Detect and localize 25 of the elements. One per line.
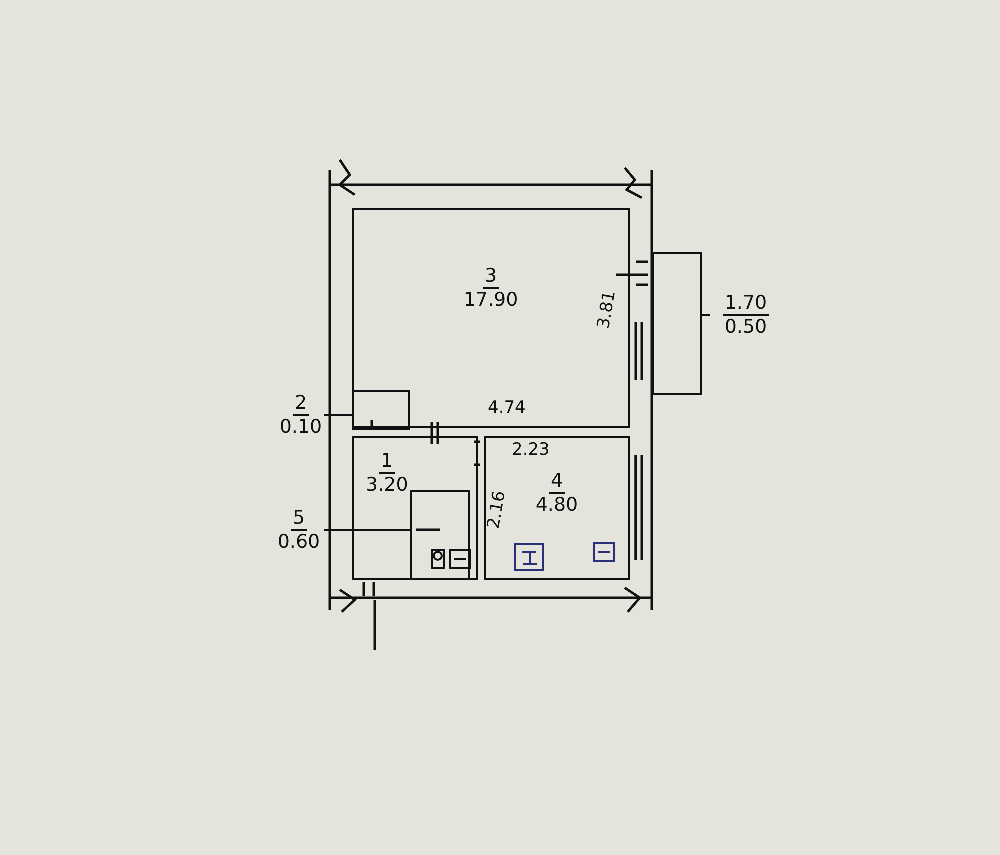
dimension-value: 1.70 bbox=[722, 292, 770, 316]
room-number: 4 bbox=[548, 470, 566, 494]
bathroom bbox=[410, 490, 470, 580]
leader-line bbox=[702, 314, 710, 316]
area-value: 4.80 bbox=[534, 494, 580, 516]
room-number: 2 bbox=[292, 392, 310, 416]
dimension-label: 3.81 bbox=[594, 290, 620, 330]
room-number: 1 bbox=[379, 450, 396, 474]
area-value: 0.60 bbox=[276, 531, 322, 553]
dimension-value: 0.50 bbox=[724, 316, 768, 338]
room bbox=[352, 208, 630, 428]
balcony bbox=[652, 252, 702, 395]
area-value: 17.90 bbox=[462, 289, 520, 311]
closet bbox=[352, 390, 410, 430]
leader-line bbox=[324, 414, 352, 416]
dimension-label: 2.23 bbox=[512, 440, 550, 460]
kitchen bbox=[484, 436, 630, 580]
dimension-label: 4.74 bbox=[488, 398, 526, 418]
hallway bbox=[352, 436, 478, 580]
room-number: 3 bbox=[482, 265, 500, 289]
dimension-label: 2.16 bbox=[484, 490, 510, 530]
room-number: 5 bbox=[290, 507, 308, 531]
leader-line bbox=[324, 529, 410, 531]
area-value: 3.20 bbox=[365, 474, 410, 496]
area-value: 0.10 bbox=[278, 416, 324, 438]
